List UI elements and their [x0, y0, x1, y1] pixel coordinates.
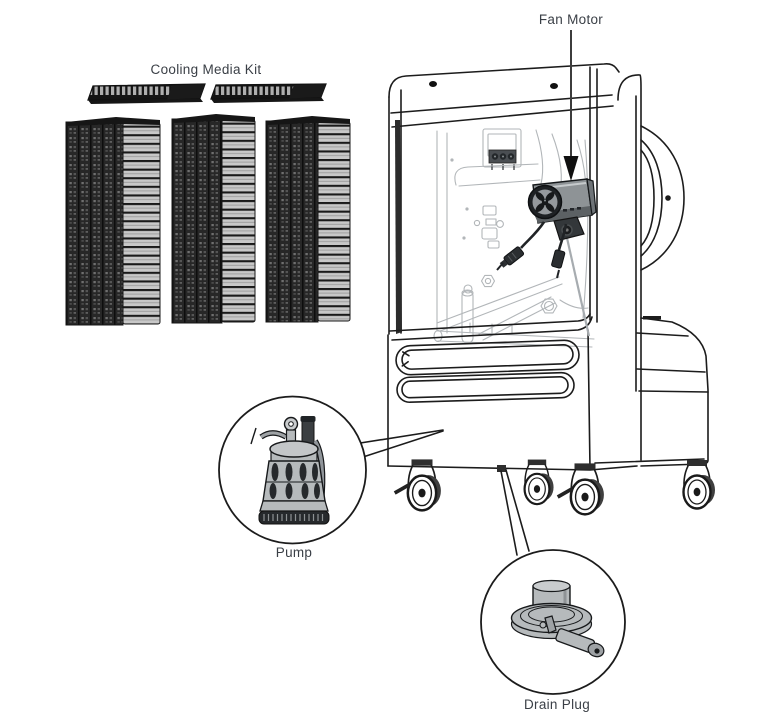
caster-wheel	[556, 463, 604, 516]
unit-top-panel	[388, 63, 620, 128]
media-top-strip	[87, 83, 206, 104]
screw	[550, 83, 558, 89]
fan-motor-leader-arrow	[563, 30, 579, 181]
media-pad	[65, 117, 161, 326]
media-top-strip	[210, 83, 327, 103]
media-pad	[265, 116, 351, 323]
pump-callout	[218, 395, 444, 545]
fan-motor-label: Fan Motor	[538, 12, 604, 27]
handle-slot	[395, 339, 580, 376]
pump-illustration	[250, 416, 330, 525]
drain-plug-label: Drain Plug	[523, 697, 591, 712]
cooling-media-kit-label: Cooling Media Kit	[150, 62, 262, 77]
drain-plug-callout	[480, 469, 626, 695]
unit-tank	[387, 316, 709, 472]
unit-interior-detail	[433, 128, 595, 348]
cooling-media-kit-illustration	[65, 83, 351, 326]
screw	[429, 81, 437, 87]
media-pad	[171, 114, 256, 324]
caster-wheel	[682, 460, 715, 510]
drain-plug-illustration	[510, 579, 605, 658]
unit-side-panel	[617, 74, 685, 461]
pump-label: Pump	[275, 545, 313, 560]
caster-wheel	[393, 459, 441, 512]
handle-slot	[396, 371, 575, 404]
fan-motor-illustration	[496, 178, 597, 337]
fan-shroud	[640, 125, 685, 271]
caster-wheel	[523, 459, 554, 506]
drain-fitting	[497, 465, 506, 472]
cooler-unit-illustration	[387, 63, 715, 516]
